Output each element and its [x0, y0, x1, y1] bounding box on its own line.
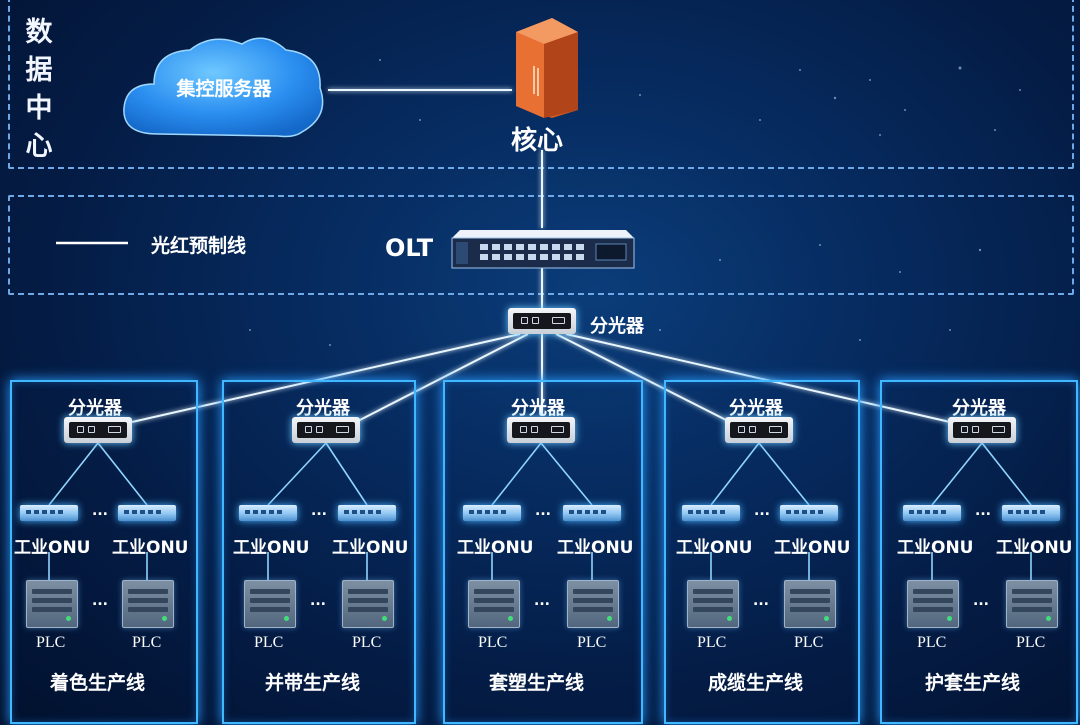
line-splitter-label: 分光器 [952, 398, 1006, 419]
server-label: 集控服务器 [176, 78, 272, 100]
industrial-onu-icon [903, 505, 961, 521]
legend-label: 光红预制线 [151, 235, 247, 257]
plc-label: PLC [917, 634, 947, 651]
onu-label: 工业ONU [112, 538, 189, 558]
branch-link [710, 442, 760, 506]
plc-label: PLC [794, 634, 824, 651]
production-line-name: 套塑生产线 [489, 672, 585, 694]
legend-line [56, 241, 128, 245]
line-splitter-icon [725, 417, 793, 443]
branch-link [48, 442, 99, 506]
plc-label: PLC [352, 634, 382, 651]
branch-link [97, 442, 148, 506]
plc-device-icon [567, 580, 619, 628]
plc-device-icon [1006, 580, 1058, 628]
onu-label: 工业ONU [457, 538, 534, 558]
plc-label: PLC [478, 634, 508, 651]
plc-device-icon [468, 580, 520, 628]
production-line-box [10, 380, 198, 724]
line-splitter-icon [948, 417, 1016, 443]
data-center-label: 数 据 中 心 [25, 17, 53, 162]
onu-ellipsis: ... [311, 503, 327, 519]
plc-device-icon [784, 580, 836, 628]
plc-ellipsis: ... [92, 593, 108, 609]
onu-ellipsis: ... [754, 503, 770, 519]
plc-label: PLC [697, 634, 727, 651]
line-splitter-label: 分光器 [729, 398, 783, 419]
olt-label: OLT [385, 234, 434, 262]
plc-device-icon [687, 580, 739, 628]
onu-ellipsis: ... [975, 503, 991, 519]
production-line-name: 成缆生产线 [708, 672, 804, 694]
production-line-name: 并带生产线 [265, 672, 361, 694]
core-label: 核心 [511, 126, 564, 156]
branch-link [981, 442, 1032, 506]
main-splitter-icon [508, 308, 576, 334]
branch-link [491, 442, 542, 506]
production-line-box [664, 380, 860, 724]
production-line-name: 着色生产线 [50, 672, 146, 694]
onu-ellipsis: ... [535, 503, 551, 519]
branch-link [325, 442, 368, 506]
plc-device-icon [26, 580, 78, 628]
line-splitter-label: 分光器 [68, 398, 122, 419]
core-server-icon [516, 18, 578, 118]
industrial-onu-icon [780, 505, 838, 521]
line-splitter-icon [292, 417, 360, 443]
industrial-onu-icon [338, 505, 396, 521]
plc-device-icon [342, 580, 394, 628]
branch-link [267, 442, 327, 506]
industrial-onu-icon [463, 505, 521, 521]
branch-link [931, 442, 983, 506]
plc-label: PLC [577, 634, 607, 651]
plc-label: PLC [1016, 634, 1046, 651]
onu-label: 工业ONU [774, 538, 851, 558]
onu-label: 工业ONU [332, 538, 409, 558]
industrial-onu-icon [20, 505, 78, 521]
plc-label: PLC [132, 634, 162, 651]
industrial-onu-icon [563, 505, 621, 521]
onu-label: 工业ONU [996, 538, 1073, 558]
onu-label: 工业ONU [233, 538, 310, 558]
industrial-onu-icon [1002, 505, 1060, 521]
production-line-name: 护套生产线 [925, 672, 1021, 694]
plc-device-icon [244, 580, 296, 628]
branch-link [758, 442, 810, 506]
line-splitter-icon [64, 417, 132, 443]
production-line-box [880, 380, 1078, 724]
plc-ellipsis: ... [310, 593, 326, 609]
plc-device-icon [122, 580, 174, 628]
plc-ellipsis: ... [753, 593, 769, 609]
industrial-onu-icon [118, 505, 176, 521]
plc-ellipsis: ... [534, 593, 550, 609]
industrial-onu-icon [239, 505, 297, 521]
onu-label: 工业ONU [557, 538, 634, 558]
plc-label: PLC [36, 634, 66, 651]
olt-device-icon [451, 230, 635, 269]
line-splitter-icon [507, 417, 575, 443]
cloud-icon [123, 37, 324, 138]
industrial-onu-icon [682, 505, 740, 521]
onu-label: 工业ONU [676, 538, 753, 558]
production-line-box [443, 380, 643, 724]
main-splitter-label: 分光器 [590, 316, 644, 337]
plc-label: PLC [254, 634, 284, 651]
line-splitter-label: 分光器 [511, 398, 565, 419]
plc-device-icon [907, 580, 959, 628]
onu-ellipsis: ... [92, 503, 108, 519]
branch-link [540, 442, 593, 506]
production-line-box [222, 380, 416, 724]
onu-label: 工业ONU [14, 538, 91, 558]
onu-label: 工业ONU [897, 538, 974, 558]
plc-ellipsis: ... [973, 593, 989, 609]
line-splitter-label: 分光器 [296, 398, 350, 419]
